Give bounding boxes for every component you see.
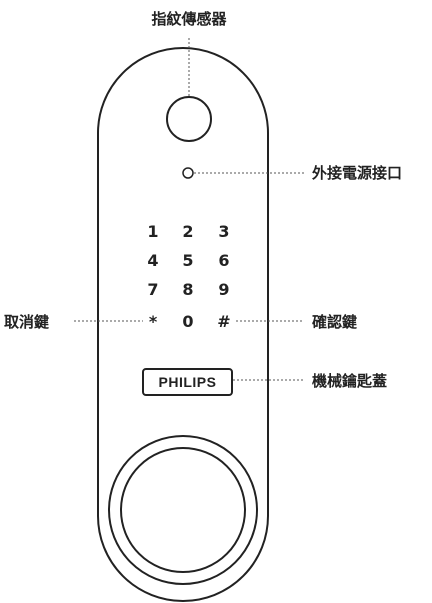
key-hash: # (217, 312, 230, 331)
key-4: 4 (147, 251, 158, 270)
key-9: 9 (218, 280, 229, 299)
keypad: 1 2 3 4 5 6 7 8 9 * 0 # (147, 222, 230, 331)
cancel-key-label: 取消鍵 (4, 313, 49, 331)
fingerprint-sensor-icon (166, 96, 212, 142)
key-1: 1 (147, 222, 158, 241)
fingerprint-label: 指紋傳感器 (151, 10, 227, 28)
key-3: 3 (218, 222, 229, 241)
power-port-icon (182, 167, 194, 179)
knob-inner (120, 447, 246, 573)
logo-box (142, 368, 233, 396)
key-5: 5 (182, 251, 193, 270)
key-6: 6 (218, 251, 229, 270)
power-port-label: 外接電源接口 (311, 164, 402, 182)
brand-logo: PHILIPS (159, 374, 217, 390)
knob-outer (108, 435, 258, 585)
key-cover-label: 機械鑰匙蓋 (312, 372, 387, 390)
key-2: 2 (182, 222, 193, 241)
confirm-key-label: 確認鍵 (311, 313, 357, 331)
key-star: * (149, 312, 158, 331)
key-7: 7 (147, 280, 158, 299)
lock-body (97, 47, 269, 602)
key-0: 0 (182, 312, 193, 331)
key-8: 8 (182, 280, 193, 299)
